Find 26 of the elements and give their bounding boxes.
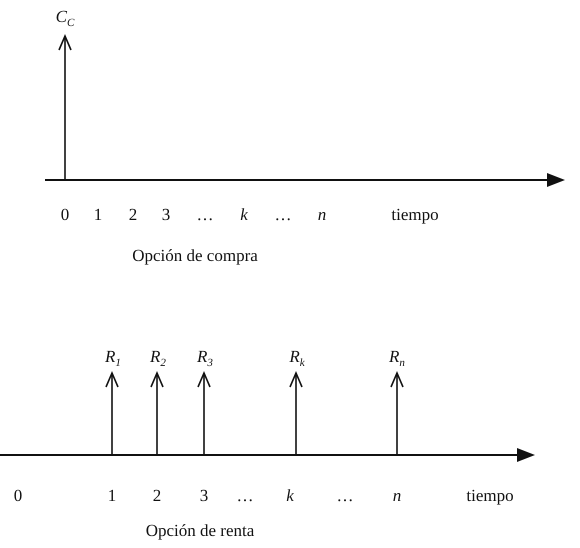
- cash-flow-label: R$_{3}$: [197, 348, 213, 369]
- cash-flow-label: R$_{k}$: [289, 348, 305, 369]
- time-label: …: [196, 206, 214, 223]
- time-label: 3: [200, 487, 208, 504]
- diagram-caption: Opción de renta: [146, 522, 254, 539]
- cash-flow-label: C$_{C}$: [56, 8, 74, 29]
- time-label: 0: [14, 487, 22, 504]
- cash-flow-label: R$_{2}$: [150, 348, 166, 369]
- time-label: 2: [152, 487, 162, 504]
- time-label: 2: [128, 206, 138, 223]
- time-label: …: [336, 487, 354, 504]
- time-label: …: [236, 487, 254, 504]
- time-label: k: [286, 487, 294, 504]
- time-label: …: [274, 206, 292, 223]
- time-label: tiempo: [391, 206, 439, 223]
- time-label: n: [318, 206, 326, 223]
- time-label: tiempo: [466, 487, 514, 504]
- time-label: 0: [60, 206, 70, 223]
- time-label: 3: [162, 206, 170, 223]
- time-label: k: [240, 206, 248, 223]
- cash-flow-label: R$_{1}$: [105, 348, 121, 369]
- time-label: n: [392, 487, 402, 504]
- time-label: 1: [94, 206, 102, 223]
- cash-flow-label: R$_{n}$: [389, 348, 405, 369]
- time-label: 1: [108, 487, 116, 504]
- diagram-caption: Opción de compra: [132, 247, 258, 264]
